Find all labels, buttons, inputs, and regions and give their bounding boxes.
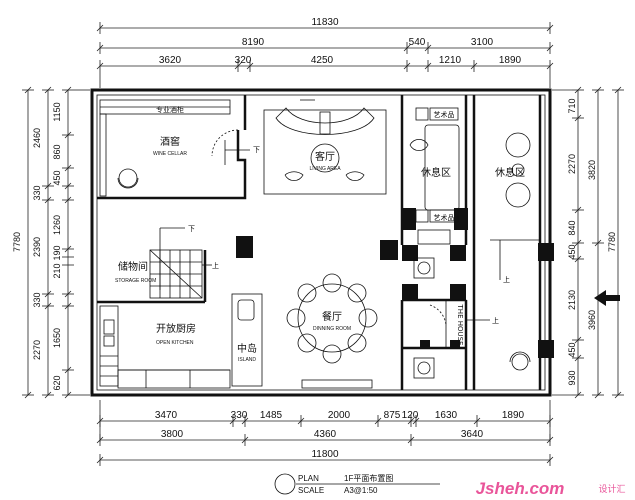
dim-left-1150: 1150 [52, 102, 62, 121]
wine-cellar-furniture [99, 99, 239, 197]
storage-label: 储物间 [118, 260, 148, 273]
footer-title: 1F平面布置图 [344, 473, 393, 483]
dim-left-210: 210 [52, 263, 62, 278]
right-dimensions [552, 86, 624, 399]
dim-left-1650: 1650 [52, 328, 62, 348]
dim-left-330a: 330 [32, 185, 42, 200]
kitchen-en-label: OPEN KITCHEN [156, 340, 194, 346]
bottom-dimensions [96, 400, 554, 466]
dim-bottom-1485: 1485 [260, 410, 283, 421]
dim-top-8190: 8190 [242, 37, 265, 48]
dim-bottom-total: 11800 [311, 449, 339, 460]
dim-top-540: 540 [409, 37, 426, 48]
dim-left-860: 860 [52, 144, 62, 159]
storage-en-label: STORAGE ROOM [115, 278, 156, 284]
watermark-brand-cn: 设计汇 [598, 483, 625, 495]
kitchen-furniture [99, 293, 263, 389]
living-en-label: LIVING AREA [309, 166, 341, 172]
dim-bottom-1890: 1890 [502, 410, 525, 421]
rest-area-furniture [409, 107, 531, 223]
footer-title-block: PLAN SCALE 1F平面布置图 A3@1:50 [274, 473, 440, 495]
columns [236, 208, 554, 358]
dim-right-710: 710 [567, 98, 577, 113]
stair-down-2: 下 [253, 146, 260, 154]
dim-right-3960: 3960 [587, 310, 597, 330]
dim-right-450a: 450 [567, 244, 577, 259]
stair-up-1: 上 [212, 261, 219, 270]
dim-right-2270: 2270 [567, 154, 577, 174]
dim-left-7780: 7780 [12, 232, 22, 252]
outer-walls [90, 88, 552, 397]
dim-left-2390: 2390 [32, 237, 42, 257]
stair-down-1: 下 [188, 225, 195, 233]
stair-up-3: 上 [503, 275, 510, 284]
island-label: 中岛 [237, 342, 257, 355]
dining-label: 餐厅 [322, 310, 342, 323]
dim-right-930: 930 [567, 370, 577, 385]
dim-left-2460: 2460 [32, 128, 42, 148]
art-2-label: 艺术品 [434, 213, 455, 222]
dim-top-320: 320 [235, 55, 252, 66]
dim-bottom-2000: 2000 [328, 410, 351, 421]
dim-bottom-1630: 1630 [435, 410, 458, 421]
dim-right-3820: 3820 [587, 160, 597, 180]
dim-top-1890: 1890 [499, 55, 522, 66]
watermark-brand: Jsheh.com [476, 479, 565, 498]
wine-display-label: 专业酒柜 [156, 105, 184, 114]
living-room-furniture [263, 107, 387, 195]
dining-furniture [286, 273, 378, 389]
dim-bottom-4360: 4360 [314, 429, 337, 440]
stair-up-2: 上 [492, 316, 499, 325]
dim-bottom-875: 875 [384, 410, 401, 421]
footer-scale-value: A3@1:50 [344, 486, 378, 495]
dim-top-4250: 4250 [311, 55, 334, 66]
dim-bottom-3800: 3800 [161, 429, 184, 440]
dim-right-2130: 2130 [567, 290, 577, 310]
art-1-label: 艺术品 [434, 110, 455, 119]
rest-area-1-label: 休息区 [421, 166, 451, 179]
dim-right-7780: 7780 [607, 232, 617, 252]
dim-top-3100: 3100 [471, 37, 494, 48]
dim-bottom-3640: 3640 [461, 429, 484, 440]
dim-left-330b: 330 [32, 292, 42, 307]
footer-plan-label: PLAN [298, 474, 319, 483]
kitchen-label: 开放厨房 [156, 322, 196, 335]
dim-bottom-3470: 3470 [155, 410, 178, 421]
living-label: 客厅 [315, 150, 335, 163]
dim-right-840: 840 [567, 220, 577, 235]
dim-top-3620: 3620 [159, 55, 182, 66]
dim-right-450b: 450 [567, 342, 577, 357]
rest-area-2-label: 休息区 [495, 166, 525, 179]
wine-cellar-label: 酒窖 [160, 135, 180, 148]
watermark-logo: Jsheh.com 设计汇 [476, 479, 626, 498]
dim-left-190: 190 [52, 245, 62, 260]
dining-en-label: DINNING ROOM [313, 326, 351, 332]
the-house-label: THE HOUSE [456, 304, 464, 346]
dim-bottom-330: 330 [231, 410, 248, 421]
dim-left-1260: 1260 [52, 215, 62, 235]
left-dimensions [22, 86, 90, 399]
dim-top-total: 11830 [311, 17, 339, 28]
stairs [149, 99, 315, 299]
footer-scale-label: SCALE [298, 486, 324, 495]
dim-left-620: 620 [52, 375, 62, 390]
dim-left-2270: 2270 [32, 340, 42, 360]
dim-left-450: 450 [52, 170, 62, 185]
entrance-arrow-icon [594, 290, 620, 306]
dim-bottom-120: 120 [402, 410, 419, 421]
island-en-label: ISLAND [238, 357, 256, 363]
top-dimensions [96, 22, 554, 88]
dim-top-1210: 1210 [439, 55, 462, 66]
entry-furniture [413, 107, 540, 379]
wine-cellar-en-label: WINE CELLAR [153, 151, 187, 157]
